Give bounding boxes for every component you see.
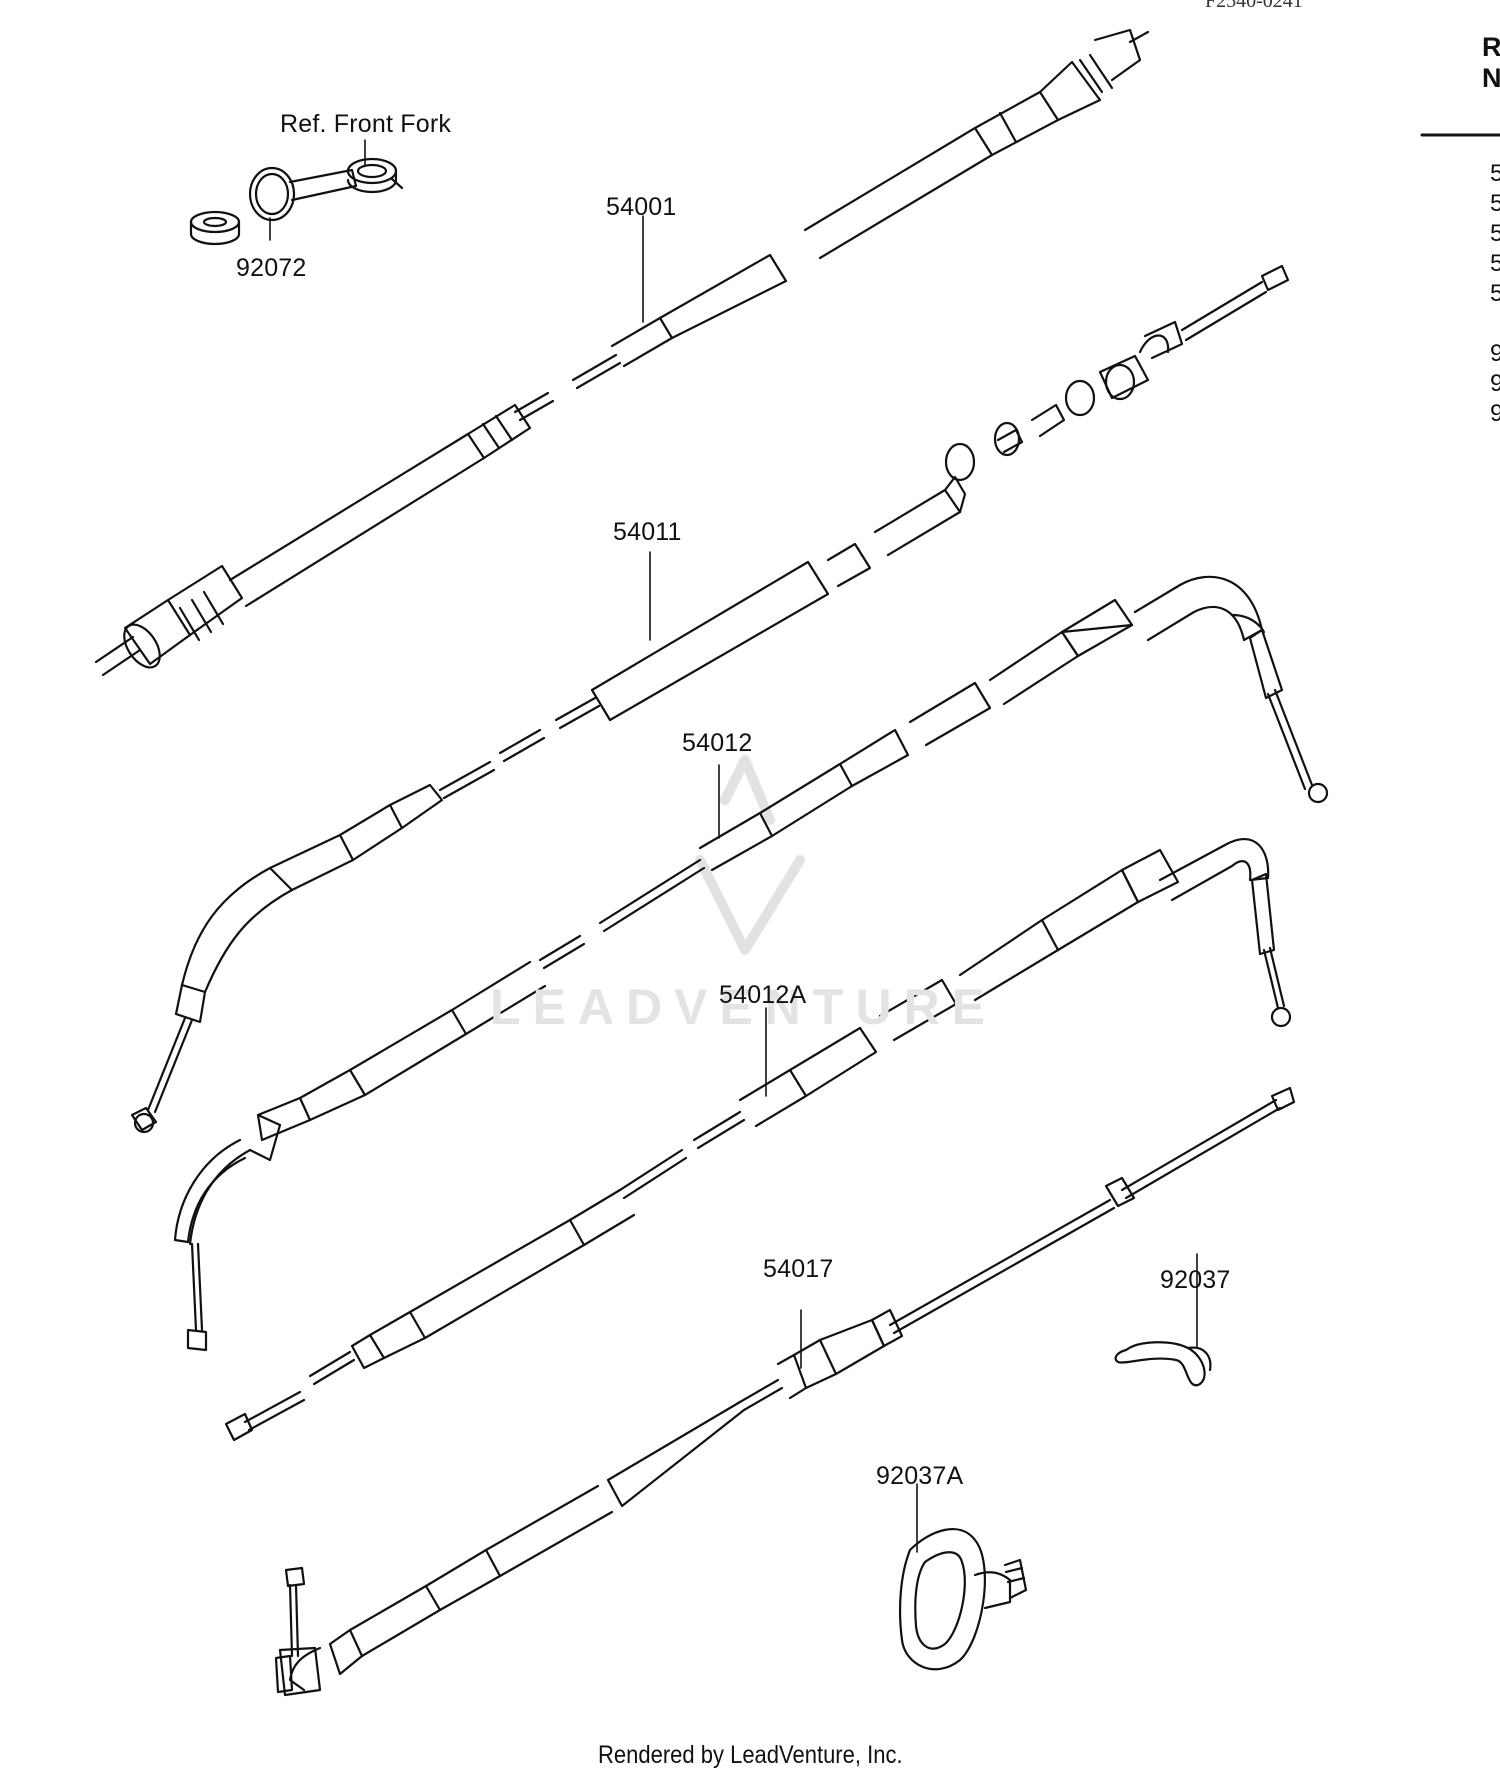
leadventure-watermark-logo (695, 755, 805, 955)
ref-item: 5 (1490, 250, 1500, 277)
watermark-text: LEADVENTURE (490, 979, 998, 1035)
ref-item: 5 (1490, 220, 1500, 247)
ref-item: 9 (1490, 400, 1500, 427)
label-54012A: 54012A (719, 981, 807, 1009)
ref-item: 9 (1490, 340, 1500, 367)
ref-item: 5 (1490, 280, 1500, 307)
label-54001: 54001 (606, 193, 677, 221)
footer-credit: Rendered by LeadVenture, Inc. (598, 1741, 903, 1769)
leader-lines (269, 139, 1198, 1553)
label-ref-front-fork: Ref. Front Fork (280, 110, 452, 138)
ref-item: 5 (1490, 190, 1500, 217)
speedometer-cable-54001 (94, 28, 1150, 677)
throttle-cable-54012 (173, 575, 1329, 1352)
holder-92037A (898, 1528, 1028, 1671)
choke-cable-54017 (274, 1086, 1296, 1697)
ref-column-header: R N (1482, 32, 1500, 93)
label-54017: 54017 (763, 1255, 834, 1283)
throttle-cable-54012A (224, 838, 1292, 1442)
label-92072: 92072 (236, 254, 307, 282)
label-92037A: 92037A (876, 1462, 964, 1490)
ref-item: 5 (1490, 160, 1500, 187)
ref-item: 9 (1490, 370, 1500, 397)
label-92037: 92037 (1160, 1266, 1231, 1294)
clutch-cable-54011 (130, 264, 1290, 1134)
label-54011: 54011 (613, 518, 682, 546)
front-fork-clamp-92072 (189, 157, 404, 246)
figure-id: F2540-0241 (1205, 0, 1303, 12)
clip-92037 (1114, 1341, 1212, 1387)
label-54012: 54012 (682, 729, 753, 757)
